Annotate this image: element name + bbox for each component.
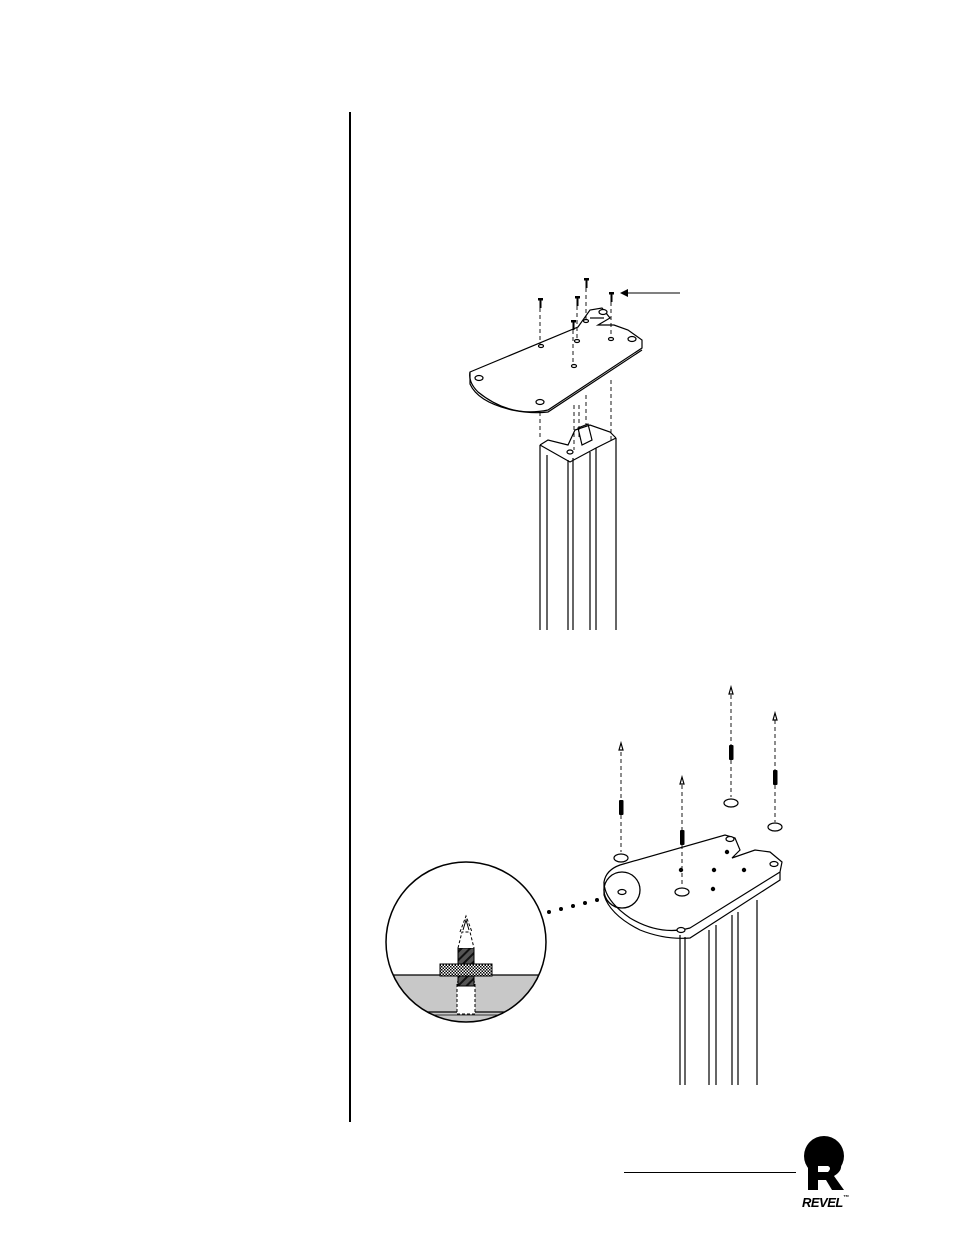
brand-wordmark: REVEL™ — [802, 1195, 848, 1210]
footer-rule — [624, 1172, 796, 1173]
base-plate — [604, 835, 782, 938]
column-lower — [680, 900, 757, 1085]
spike-detail-callout — [380, 916, 560, 1035]
